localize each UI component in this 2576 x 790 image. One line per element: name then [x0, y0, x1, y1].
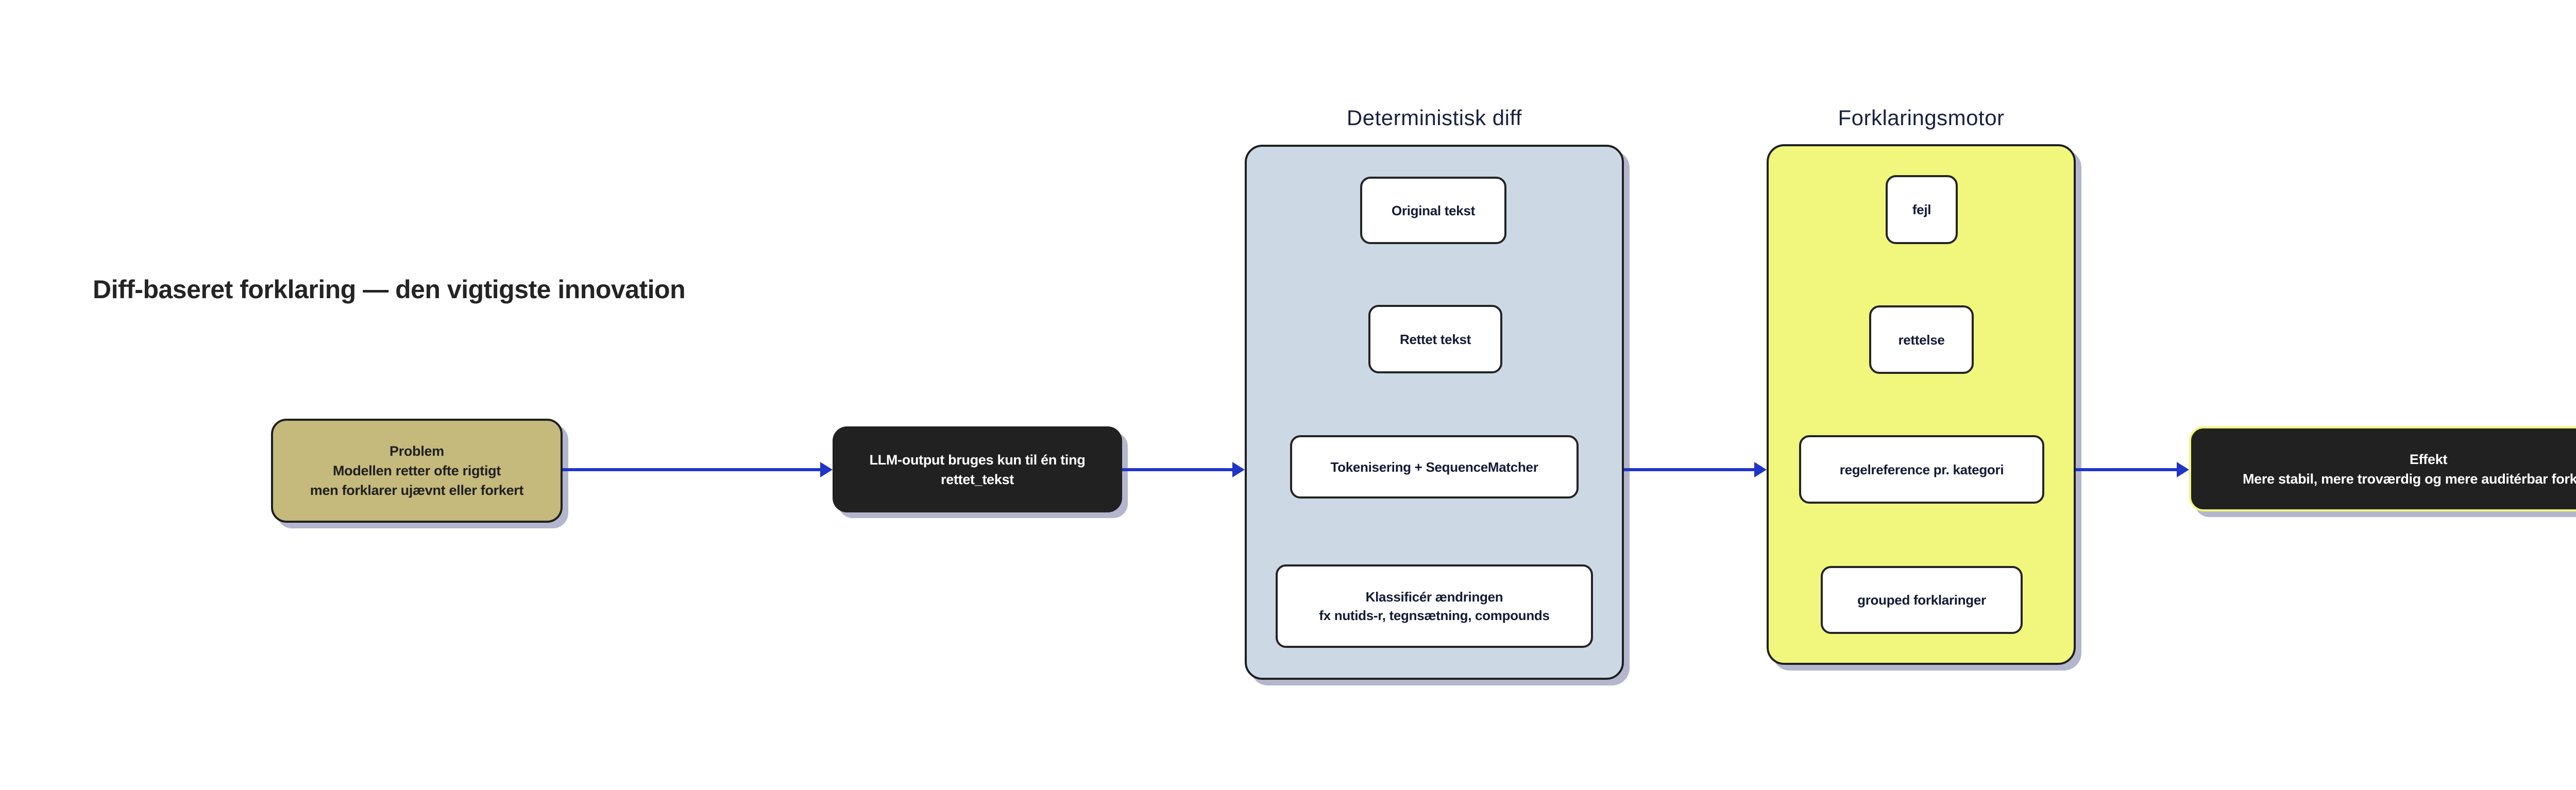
node-rettelse: rettelse: [1869, 305, 1974, 374]
arrow-motor-to-effekt-shaft: [2076, 468, 2177, 471]
arrow-motor-to-effekt-head-icon: [2177, 462, 2189, 477]
arrow-llm-to-diff-head-icon: [1232, 462, 1245, 477]
node-klassificer-aendringen: Klassificér ændringen fx nutids-r, tegns…: [1276, 564, 1593, 648]
node-regelreference: regelreference pr. kategori: [1799, 435, 2044, 504]
llm-output-node-line: LLM-output bruges kun til én ting: [869, 452, 1086, 468]
node-tokenisering-label: Tokenisering + SequenceMatcher: [1330, 459, 1538, 475]
node-klassificer-line: fx nutids-r, tegnsætning, compounds: [1319, 608, 1550, 623]
arrow-problem-to-llm-head-icon: [820, 462, 833, 477]
node-regelreference-label: regelreference pr. kategori: [1839, 461, 2004, 477]
node-original-tekst: Original tekst: [1360, 177, 1506, 244]
deterministisk-diff-title: Deterministisk diff: [1346, 106, 1522, 130]
effekt-node-line: Mere stabil, mere troværdig og mere audi…: [2242, 471, 2576, 487]
arrow-diff-to-motor-head-icon: [1754, 462, 1767, 477]
arrow-diff-to-motor-shaft: [1624, 468, 1754, 471]
node-rettet-tekst: Rettet tekst: [1368, 305, 1502, 373]
node-fejl-label: fejl: [1912, 202, 1931, 217]
llm-output-node: LLM-output bruges kun til én ting rettet…: [833, 426, 1122, 512]
problem-node: Problem Modellen retter ofte rigtigt men…: [271, 419, 563, 523]
node-grouped-label: grouped forklaringer: [1857, 592, 1986, 608]
node-fejl: fejl: [1886, 175, 1958, 244]
effekt-node: Effekt Mere stabil, mere troværdig og me…: [2189, 426, 2576, 511]
node-rettelse-label: rettelse: [1898, 332, 1945, 348]
effekt-node-title: Effekt: [2409, 451, 2448, 467]
problem-node-line: men forklarer ujævnt eller forkert: [310, 483, 524, 498]
llm-output-node-line: rettet_tekst: [941, 471, 1014, 487]
problem-node-line: Modellen retter ofte rigtigt: [332, 463, 501, 478]
node-grouped-forklaringer: grouped forklaringer: [1821, 566, 2023, 634]
problem-node-title: Problem: [389, 443, 444, 459]
node-tokenisering-sequencematcher: Tokenisering + SequenceMatcher: [1290, 435, 1579, 499]
arrow-llm-to-diff-shaft: [1122, 468, 1233, 471]
diagram-title: Diff-baseret forklaring — den vigtigste …: [93, 275, 686, 304]
node-rettet-tekst-label: Rettet tekst: [1400, 331, 1471, 347]
forklaringsmotor-title: Forklaringsmotor: [1838, 106, 2005, 130]
node-klassificer-line: Klassificér ændringen: [1365, 589, 1503, 605]
node-original-tekst-label: Original tekst: [1392, 202, 1475, 218]
arrow-problem-to-llm-shaft: [563, 468, 821, 471]
